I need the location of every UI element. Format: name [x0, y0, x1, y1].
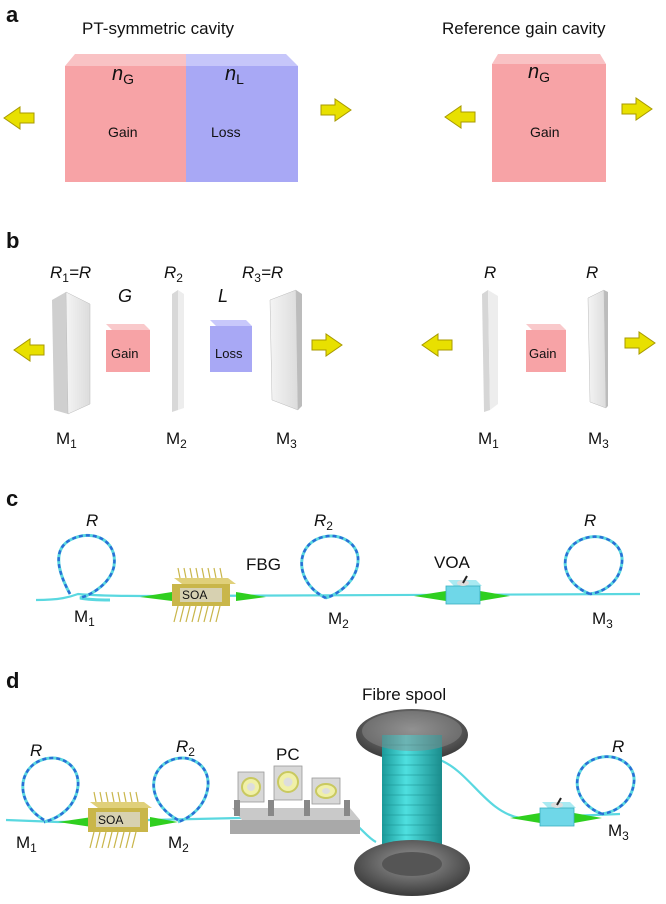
c-m2-label: M2	[328, 609, 349, 631]
c-r2-label: R2	[314, 511, 333, 533]
mirror-m1	[52, 291, 91, 415]
m1-label: M1	[56, 429, 77, 451]
ref-r-left-label: R	[484, 263, 496, 282]
b-loss-text: Loss	[215, 346, 243, 361]
c-voa	[445, 575, 482, 605]
output-arrow-left	[3, 106, 35, 130]
ref-m1-label: M1	[478, 429, 499, 451]
c-loop-m3	[563, 535, 624, 596]
b-arrow-left	[13, 338, 45, 362]
ref-gain-text: Gain	[530, 124, 560, 140]
d-soa-chip	[88, 791, 152, 849]
d-m3-label: M3	[608, 821, 629, 843]
ref-b-arrow-left	[421, 333, 453, 357]
panel-label-c: c	[6, 486, 18, 511]
ref-output-arrow-left	[444, 105, 476, 129]
l-label: L	[218, 286, 228, 306]
d-spool-label: Fibre spool	[362, 685, 446, 704]
panel-label-d: d	[6, 668, 19, 693]
c-loop-m2	[300, 534, 360, 600]
d-polarization-controller	[230, 765, 360, 834]
d-loop-m2	[152, 756, 210, 824]
loss-section	[186, 66, 298, 182]
d-voa	[539, 797, 576, 827]
gain-section	[65, 66, 186, 182]
ref-mirror-m1	[482, 290, 498, 412]
d-r-right-label: R	[612, 737, 624, 756]
c-coupler-voa-left	[414, 591, 446, 601]
ref-r-right-label: R	[586, 263, 598, 282]
mirror-m3	[269, 289, 302, 411]
output-arrow-right	[320, 98, 352, 122]
mirror-m2	[172, 290, 184, 412]
c-m1-label: M1	[74, 607, 95, 629]
d-coupler-voa-right	[574, 813, 602, 823]
n-gain-label: nG	[112, 63, 134, 87]
gain-text: Gain	[108, 124, 138, 140]
c-soa-label: SOA	[182, 588, 207, 602]
ref-mirror-m3	[587, 289, 608, 409]
m2-label: M2	[166, 429, 187, 451]
loss-cube	[210, 320, 252, 372]
d-soa-label: SOA	[98, 813, 123, 827]
ref-m3-label: M3	[588, 429, 609, 451]
c-m3-label: M3	[592, 609, 613, 631]
r1-label: R1=R	[50, 263, 91, 285]
reference-cavity-block	[492, 54, 606, 182]
r2-label: R2	[164, 263, 183, 285]
c-fibre	[35, 592, 641, 602]
d-coupler-soa-left	[58, 817, 92, 827]
d-fibre-spool	[354, 709, 470, 896]
panel-label-b: b	[6, 228, 19, 253]
c-coupler-voa-right	[480, 591, 510, 601]
c-r-right-label: R	[584, 511, 596, 530]
ref-output-arrow-right	[621, 97, 653, 121]
b-arrow-right	[311, 333, 343, 357]
pt-cavity-title: PT-symmetric cavity	[82, 19, 235, 38]
c-coupler-soa-right	[236, 592, 266, 601]
g-label: G	[118, 286, 132, 306]
m3-label: M3	[276, 429, 297, 451]
c-fbg-label: FBG	[246, 555, 281, 574]
ref-n-gain-label: nG	[528, 61, 550, 85]
d-coupler-soa-right	[150, 817, 178, 827]
ref-b-gain-text: Gain	[529, 346, 556, 361]
d-r-left-label: R	[30, 741, 42, 760]
c-loop-m1	[57, 533, 116, 602]
r3-label: R3=R	[242, 263, 283, 285]
reference-cavity-title: Reference gain cavity	[442, 19, 606, 38]
c-voa-label: VOA	[434, 553, 471, 572]
d-m2-label: M2	[168, 833, 189, 855]
n-loss-label: nL	[225, 63, 244, 87]
gain-cube	[106, 324, 150, 372]
d-pc-label: PC	[276, 745, 300, 764]
d-loop-m1	[21, 756, 80, 824]
d-loop-m3	[575, 755, 636, 816]
d-r2-label: R2	[176, 737, 195, 759]
ref-gain-cube	[526, 324, 566, 372]
panel-label-a: a	[6, 2, 19, 27]
d-m1-label: M1	[16, 833, 37, 855]
d-coupler-voa-left	[510, 813, 540, 823]
b-gain-text: Gain	[111, 346, 138, 361]
c-soa-chip	[172, 567, 236, 623]
c-r-left-label: R	[86, 511, 98, 530]
c-coupler-soa-left	[140, 592, 172, 601]
ref-b-arrow-right	[624, 331, 656, 355]
pt-cavity-block	[65, 54, 298, 182]
loss-text: Loss	[211, 124, 241, 140]
